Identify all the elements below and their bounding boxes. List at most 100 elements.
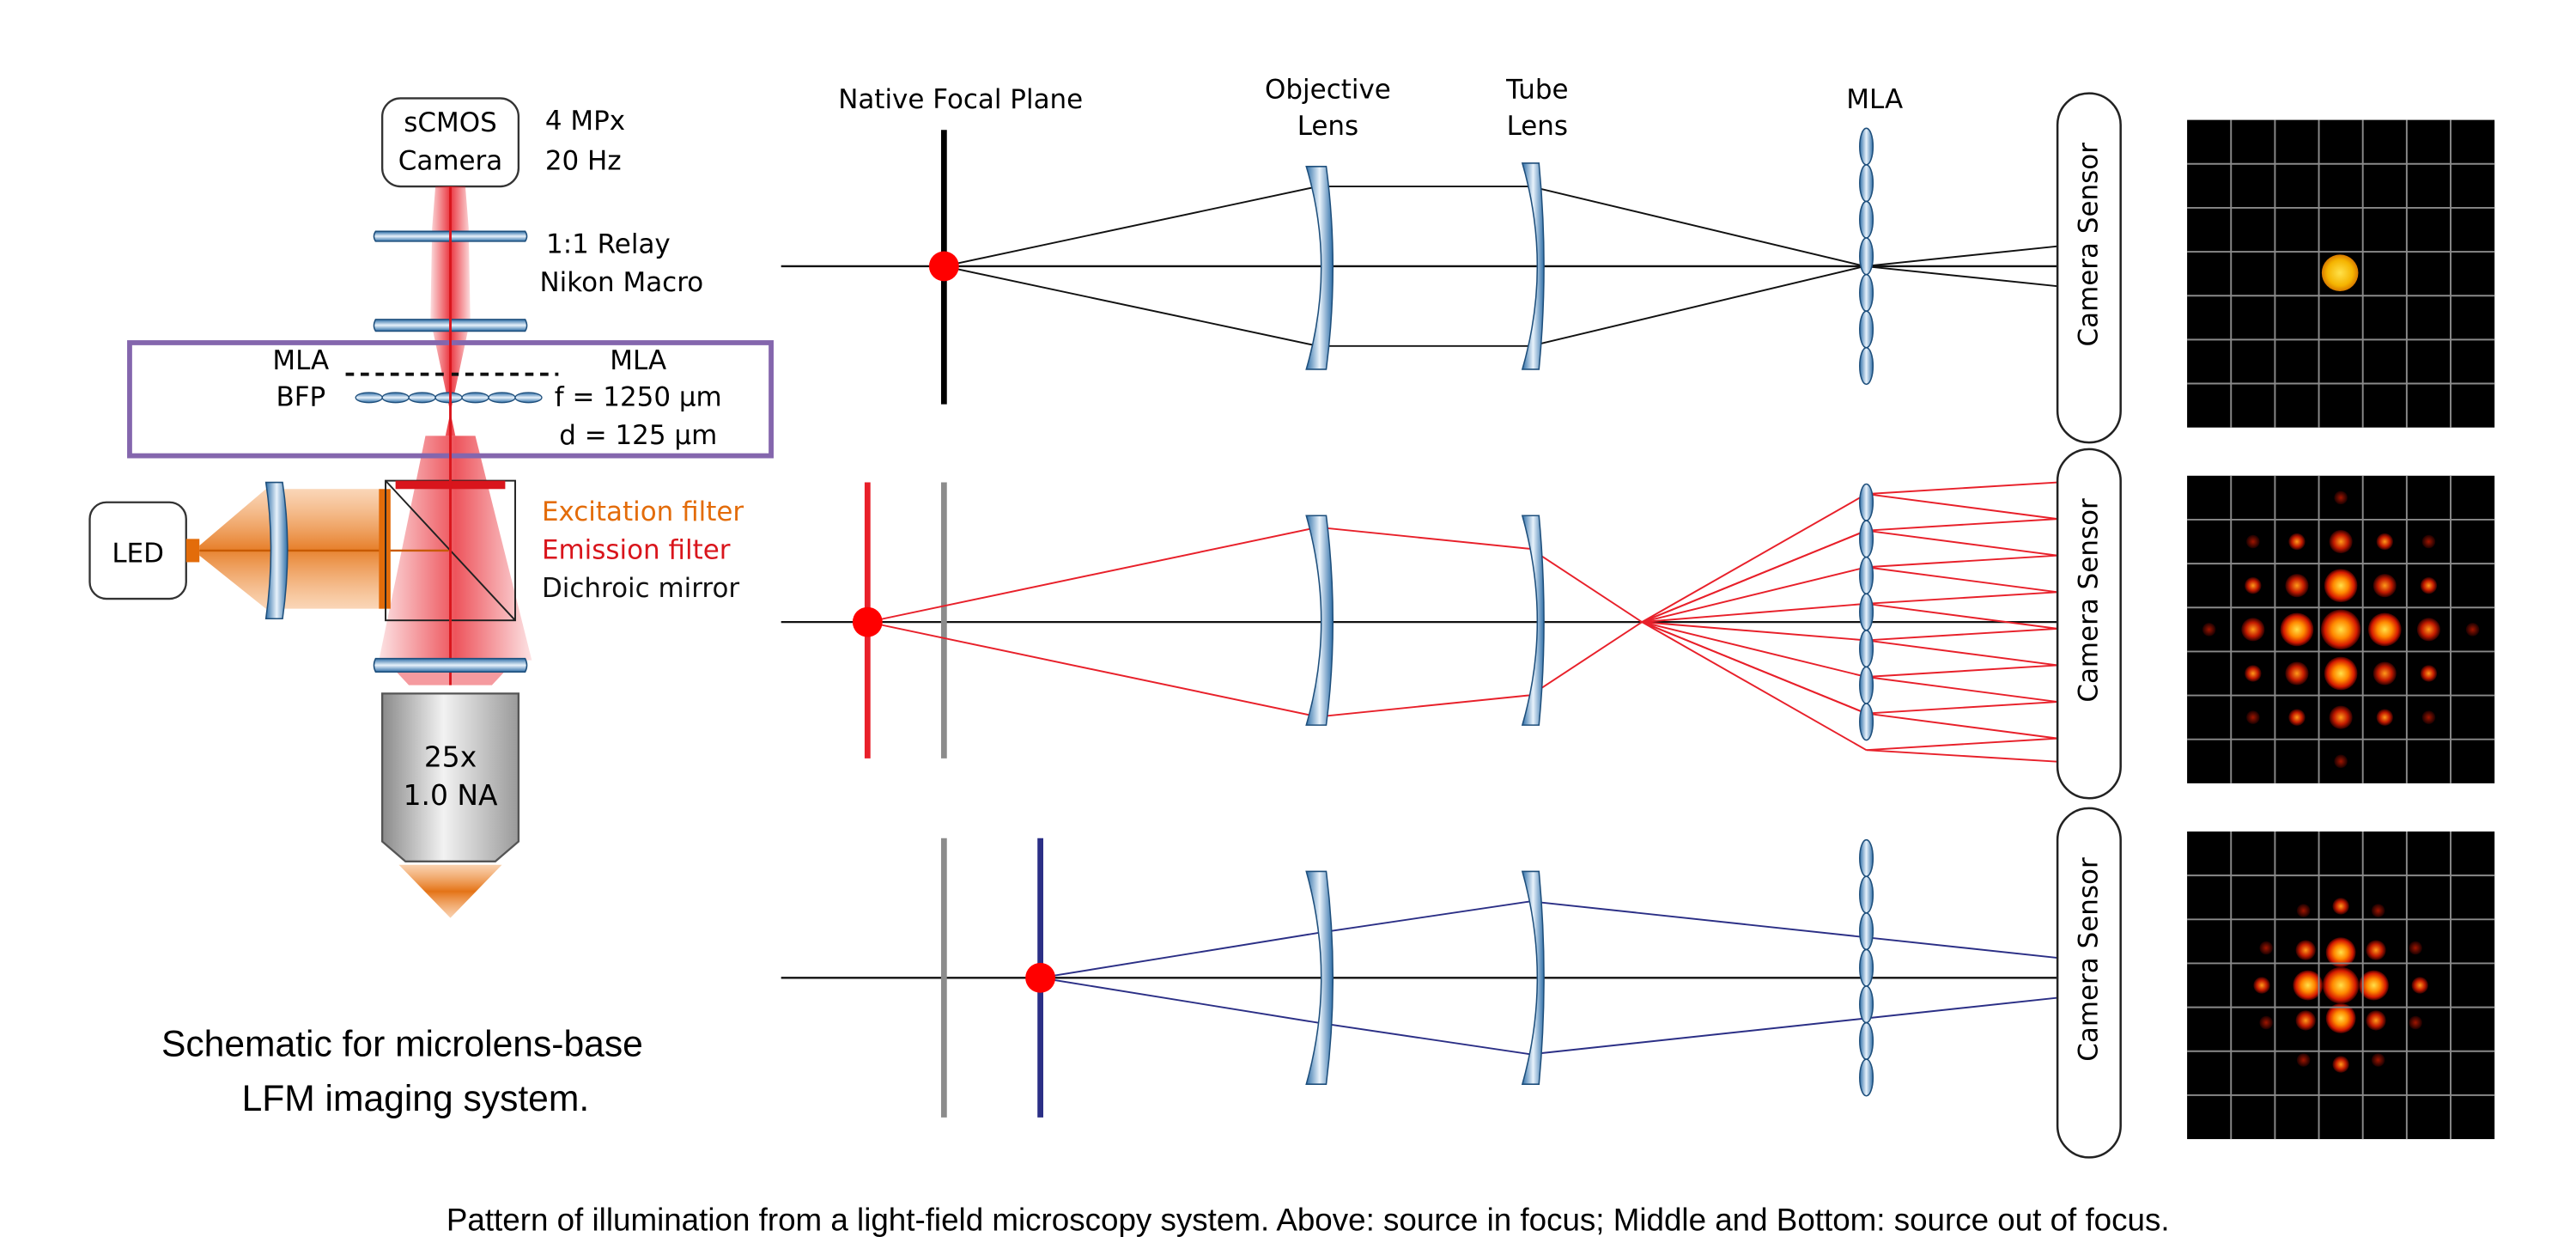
sensor-image-defocus-near [2187, 475, 2495, 783]
psf-spot [2372, 574, 2397, 598]
row2-mla [1859, 483, 1874, 741]
psf-spot [2293, 970, 2324, 1001]
row1-rays [944, 186, 2058, 347]
relay-label-line1: 1:1 Relay [546, 228, 671, 259]
mla-label-line2: f = 1250 µm [555, 382, 722, 413]
sensor-image-in-focus [2187, 119, 2495, 428]
camera-sensor-2: Camera Sensor [2056, 448, 2122, 800]
camera-sensor-3: Camera Sensor [2056, 807, 2122, 1159]
microscope-schematic: sCMOS Camera 4 MPx 20 Hz 1:1 Relay Nikon… [88, 97, 774, 918]
sensor-image-defocus-far [2187, 832, 2495, 1140]
psf-spot [2259, 941, 2273, 955]
psf-spot [2246, 710, 2260, 724]
psf-spot [2253, 977, 2270, 994]
mla-label-line1: MLA [610, 345, 666, 376]
psf-spot [2372, 661, 2397, 685]
psf-spot [2371, 1053, 2385, 1067]
excitation-beam-horizontal [199, 489, 386, 609]
objective-label-line1: 25x [424, 740, 477, 774]
psf-spot [2245, 665, 2262, 682]
psf-spot [2325, 937, 2356, 968]
psf-spot [2329, 529, 2353, 554]
bottom-caption: Pattern of illumination from a light-fie… [447, 1203, 2170, 1238]
row3-source-point [1025, 962, 1056, 993]
psf-spot [2241, 618, 2265, 642]
psf-spot [2421, 710, 2436, 724]
ray-row-in-focus [781, 127, 2061, 405]
row2-source-point [852, 606, 883, 637]
psf-spot [2296, 904, 2311, 917]
row2-tube-lens [1521, 515, 1545, 726]
psf-spot [2324, 569, 2358, 603]
psf-spot [2285, 661, 2309, 685]
psf-spot [2285, 574, 2309, 598]
psf-spot [2202, 623, 2216, 637]
ray-row-defocus-near [781, 481, 2061, 763]
psf-spot [2376, 533, 2393, 551]
psf-spot [2334, 754, 2348, 769]
psf-spot [2420, 577, 2438, 594]
row3-tube-lens [1521, 870, 1545, 1085]
collector-lens [264, 481, 289, 620]
camera-sensor-1: Camera Sensor [2056, 92, 2122, 444]
psf-spot [2320, 609, 2361, 650]
tube-lens-label-line1: Tube [1505, 74, 1569, 105]
psf-spot [2325, 1002, 2356, 1033]
psf-spot [2409, 941, 2422, 955]
row2-objective-lens [1305, 515, 1334, 726]
led-label: LED [112, 538, 164, 569]
psf-spot [2334, 490, 2348, 505]
psf-spot [2322, 966, 2360, 1004]
mla-bfp-label-line2: BFP [276, 382, 325, 413]
psf-spot [2245, 577, 2262, 594]
psf-spot [2420, 665, 2438, 682]
psf-spot [2288, 709, 2306, 726]
schematic-caption-line2: LFM imaging system. [242, 1078, 590, 1119]
row1-tube-lens [1521, 162, 1545, 370]
psf-spot [2280, 612, 2314, 647]
objective-excitation-cone [398, 864, 502, 918]
psf-spot [2411, 977, 2428, 994]
mla-column-label: MLA [1846, 84, 1903, 115]
psf-spot [2416, 618, 2440, 642]
psf-spot [2366, 1010, 2386, 1031]
objective-body [381, 692, 520, 863]
dichroic-mirror-label: Dichroic mirror [542, 573, 739, 604]
mla-bfp-label-line1: MLA [272, 345, 329, 376]
camera-label-line1: sCMOS [404, 107, 496, 138]
psf-spot [2259, 1015, 2273, 1030]
mla-label-line3: d = 125 µm [559, 420, 717, 451]
psf-spot [2409, 1015, 2422, 1030]
row3-objective-lens [1305, 870, 1334, 1085]
camera-sensor-1-label: Camera Sensor [2074, 143, 2105, 347]
native-focal-plane-label: Native Focal Plane [838, 84, 1083, 115]
psf-spot [2332, 898, 2349, 915]
psf-spot [2295, 940, 2316, 960]
tube-lens-label-line2: Lens [1507, 111, 1568, 142]
emission-filter-label: Emission filter [542, 535, 731, 566]
psf-spot [2324, 656, 2358, 691]
psf-spot [2359, 970, 2389, 1001]
row1-mla [1859, 127, 1874, 386]
psf-spot [2371, 904, 2385, 917]
psf-spot [2421, 534, 2436, 549]
camera-spec-framerate: 20 Hz [545, 146, 622, 177]
row3-rays [1040, 900, 2058, 1056]
mla-microlens-row [355, 392, 543, 404]
psf-spot [2366, 940, 2386, 960]
psf-spot [2329, 705, 2353, 729]
schematic-caption-line1: Schematic for microlens-base [161, 1023, 643, 1064]
psf-spot [2367, 612, 2402, 647]
row1-objective-lens [1305, 166, 1334, 370]
ray-row-defocus-far [781, 838, 2061, 1118]
psf-spot [2295, 1010, 2316, 1031]
psf-spot [2296, 1053, 2311, 1067]
psf-spot [2465, 623, 2480, 637]
row1-source-point [928, 251, 959, 282]
psf-spot [2332, 1056, 2349, 1073]
emission-beam-lower [379, 436, 532, 661]
objective-lens-label-line1: Objective [1265, 74, 1391, 105]
relay-label-line2: Nikon Macro [540, 267, 704, 298]
tube-lens-schematic [373, 657, 528, 673]
